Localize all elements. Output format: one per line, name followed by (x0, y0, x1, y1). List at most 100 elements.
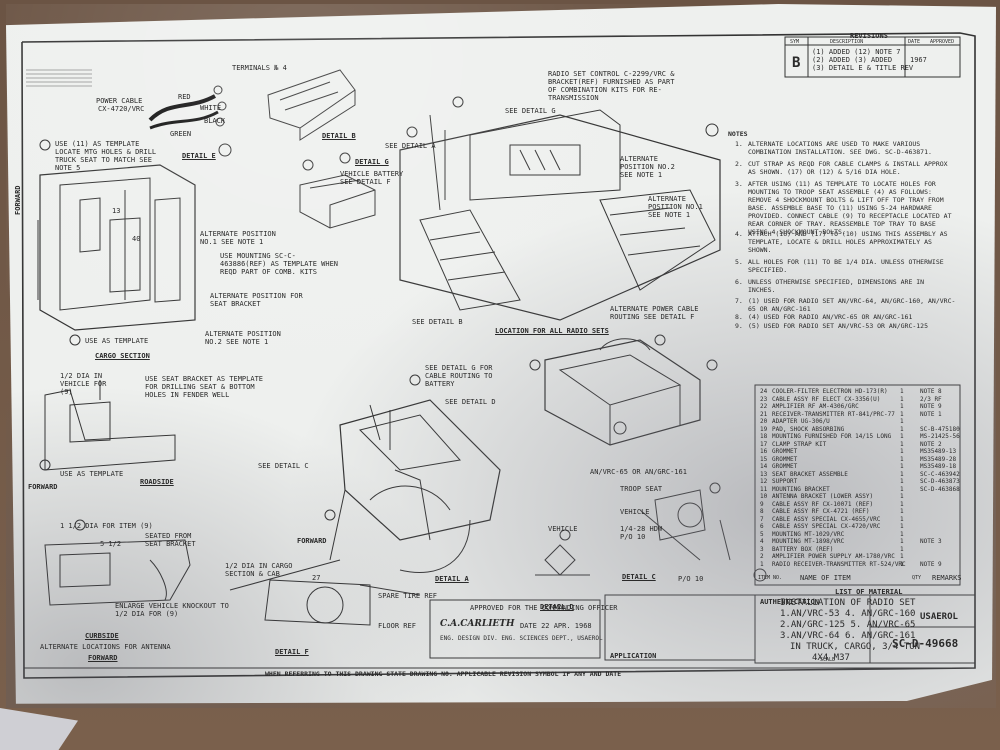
rev-line-2: (2) ADDED (3) ADDED (812, 56, 893, 64)
bom-item-name: GROMMET (772, 463, 798, 470)
wire-white: WHITE (200, 104, 222, 112)
bom-item-qty: 1 (900, 530, 904, 538)
bom-item-number: 5 (760, 530, 764, 538)
vehicle-label-2: VEHICLE (548, 525, 578, 533)
rev-col-date: DATE (908, 39, 921, 45)
bom-item-qty: 1 (900, 403, 904, 410)
bom-item-name: COOLER-FILTER ELECTRON HD-173(R) (772, 388, 888, 395)
signature: C.A.CARLIETH (440, 619, 515, 629)
bom-item-qty: 1 (900, 388, 904, 395)
bom-item-name: SUPPORT (772, 478, 798, 485)
bom-header-item: NAME OF ITEM (800, 574, 851, 582)
seated-from-note: SEATED FROM SEAT BRACKET (145, 532, 196, 548)
rev-col-desc: DESCRIPTION (830, 39, 864, 45)
bom-item-name: RADIO RECEIVER-TRANSMITTER RT-524/VRC (772, 560, 906, 568)
note-2-text: CUT STRAP AS REQD FOR CABLE CLAMPS & INS… (748, 160, 948, 176)
rev-col-sym: SYM (790, 39, 800, 45)
note-4-text: ATTACH (16) AND (17) TO (10) USING THIS … (748, 230, 948, 254)
forward-label-4: FORWARD (88, 654, 118, 662)
dim-5: 5 1/2 (100, 540, 122, 548)
bom-item-number: 2 (760, 553, 764, 560)
wire-red: RED (178, 93, 191, 101)
bom-item-name: BATTERY BOX (REF) (772, 545, 834, 553)
bom-header-no: ITEM NO. (758, 575, 783, 581)
bom-item-qty: 1 (900, 425, 904, 433)
alt-power-cable-label: ALTERNATE POWER CABLE ROUTING SEE DETAIL… (610, 305, 699, 321)
note-8-number: 8. (735, 313, 743, 321)
title-line-2: 1.AN/VRC-53 4. AN/GRC-160 (780, 609, 916, 619)
bom-item-number: 4 (760, 538, 764, 545)
bom-item-ref: NOTE 8 (920, 388, 942, 395)
note-1-number: 1. (735, 140, 743, 148)
bom-item-ref: MS-21425-56 (920, 433, 960, 440)
footer-reference: WHEN REFERRING TO THIS DRAWING STATE DRA… (265, 670, 622, 678)
alt-pos-seat-label: ALTERNATE POSITION FOR SEAT BRACKET (210, 292, 303, 308)
use-template-note-11: USE (11) AS TEMPLATE LOCATE MTG HOLES & … (55, 140, 157, 172)
note-4-number: 4. (735, 230, 743, 238)
bom-item-number: 7 (760, 515, 764, 523)
bom-item-qty: 1 (900, 418, 904, 425)
bom-item-name: GROMMET (772, 448, 798, 455)
rev-date: 1967 (910, 56, 927, 64)
bom-item-qty: 1 (900, 515, 904, 523)
bom-item-name: CABLE ASSY RF CX-4721 (REF) (772, 508, 870, 515)
bom-item-name: ANTENNA BRACKET (LOWER ASSY) (772, 493, 874, 500)
bom-item-name: AMPLIFIER RF AM-4306/GRC (772, 403, 859, 410)
bom-item-number: 9 (760, 500, 764, 508)
alt-antenna-label: ALTERNATE LOCATIONS FOR ANTENNA (40, 643, 171, 651)
bom-header-qty: QTY (912, 575, 922, 581)
enlarge-knockout-note: ENLARGE VEHICLE KNOCKOUT TO 1/2 DIA FOR … (115, 602, 229, 618)
bom-item-qty: 1 (900, 493, 904, 500)
bom-item-number: 14 (760, 463, 768, 470)
rev-col-approved: APPROVED (930, 39, 955, 45)
bom-item-qty: 1 (900, 478, 904, 485)
notes-header: NOTES (728, 130, 748, 138)
hatch-block (26, 69, 92, 87)
bom-item-number: 6 (760, 523, 764, 530)
note-5-number: 5. (735, 258, 743, 266)
bom-item-number: 16 (760, 448, 768, 455)
revisions-header: REVISIONS (850, 32, 888, 40)
bom-item-number: 21 (760, 410, 768, 418)
bom-item-ref: SC-B-475180 (920, 425, 960, 433)
bom-item-name: MOUNTING BRACKET (772, 485, 830, 493)
use-as-template-label: USE AS TEMPLATE (85, 337, 149, 345)
vehicle-battery-label: VEHICLE BATTERY SEE DETAIL F (340, 170, 404, 186)
bom-item-number: 24 (760, 388, 768, 395)
note-9-number: 9. (735, 322, 743, 330)
troop-seat-label: TROOP SEAT (620, 485, 663, 493)
bom-item-ref: MS35489-13 (920, 448, 957, 455)
bom-item-number: 3 (760, 545, 764, 553)
application-label: APPLICATION (610, 652, 657, 660)
bom-item-name: MOUNTING FURNISHED FOR 14/15 LONG (772, 433, 892, 440)
location-radio-label: LOCATION FOR ALL RADIO SETS (495, 327, 609, 335)
bom-item-ref: SC-D-463873 (920, 478, 960, 485)
hdw-label: 1/4-28 HDW P/O 10 (620, 525, 663, 541)
bom-item-number: 10 (760, 493, 768, 500)
bom-item-ref: MS35489-18 (920, 463, 957, 470)
bom-item-ref: MS35489-28 (920, 455, 957, 463)
use-mounting-note: USE MOUNTING SC-C-463886(REF) AS TEMPLAT… (220, 252, 339, 276)
detail-e-label: DETAIL E (182, 152, 216, 160)
bom-item-name: CABLE ASSY RF CX-10071 (REF) (772, 500, 874, 508)
bom-item-qty: 1 (900, 410, 904, 418)
bom-header-remarks: REMARKS (932, 574, 962, 582)
title-line-6: 4X4 M37 (812, 653, 850, 663)
bom-item-number: 20 (760, 418, 768, 425)
bom-item-ref: NOTE 3 (920, 538, 942, 545)
power-cable-number: CX-4720/VRC (98, 105, 145, 113)
bom-item-qty: 1 (900, 545, 904, 553)
note-3-text: AFTER USING (11) AS TEMPLATE TO LOCATE H… (748, 180, 952, 236)
bom-item-name: CABLE ASSY RF ELECT CX-3356(U) (772, 395, 881, 403)
bom-item-qty: 1 (900, 463, 904, 470)
note-7-text: (1) USED FOR RADIO SET AN/VRC-64, AN/GRC… (748, 297, 956, 313)
see-detail-c-label: SEE DETAIL C (258, 462, 309, 470)
detail-c-label: DETAIL C (622, 573, 656, 581)
bom-item-name: MOUNTING MT-1029/VRC (772, 530, 845, 538)
note-1-text: ALTERNATE LOCATIONS ARE USED TO MAKE VAR… (748, 140, 932, 156)
bom-item-qty: 1 (900, 560, 904, 568)
cargo-section-label: CARGO SECTION (95, 352, 150, 360)
bom-item-number: 23 (760, 395, 768, 403)
note-6-number: 6. (735, 278, 743, 286)
list-of-material-label: LIST OF MATERIAL (835, 588, 903, 596)
